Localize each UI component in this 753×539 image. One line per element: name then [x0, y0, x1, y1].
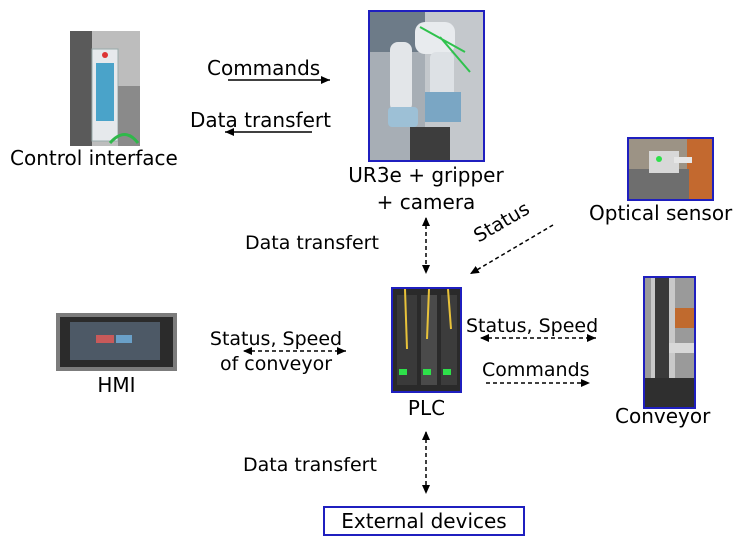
- optical-sensor-photo: [627, 137, 714, 201]
- data-transfert-label-top: Data transfert: [190, 108, 331, 132]
- hmi-label: HMI: [97, 373, 136, 397]
- plc-photo: [391, 287, 462, 393]
- conveyor-label: Conveyor: [615, 404, 711, 428]
- external-devices-box: External devices: [323, 506, 525, 536]
- control-interface-photo: [70, 31, 140, 146]
- status-sensor-arrow: [469, 224, 554, 275]
- hmi-screen-photo: [56, 313, 177, 371]
- data-transfert-label-external: Data transfert: [243, 454, 377, 476]
- control-interface-label: Control interface: [10, 146, 178, 170]
- commands-label-top: Commands: [207, 56, 321, 80]
- robot-label-line1: UR3e + gripper: [348, 163, 504, 187]
- data-transfert-label-robot-plc: Data transfert: [245, 232, 379, 254]
- hmi-edge-label-line2: of conveyor: [219, 353, 333, 375]
- plc-label: PLC: [407, 396, 446, 420]
- conveyor-commands-label: Commands: [482, 359, 590, 381]
- robot-label-line2: + camera: [376, 190, 476, 214]
- optical-sensor-label: Optical sensor: [589, 201, 733, 225]
- conveyor-photo: [643, 276, 696, 409]
- conveyor-status-label: Status, Speed: [466, 315, 599, 337]
- robot-arm-photo: [368, 10, 485, 162]
- hmi-edge-label-line1: Status, Speed: [209, 328, 343, 350]
